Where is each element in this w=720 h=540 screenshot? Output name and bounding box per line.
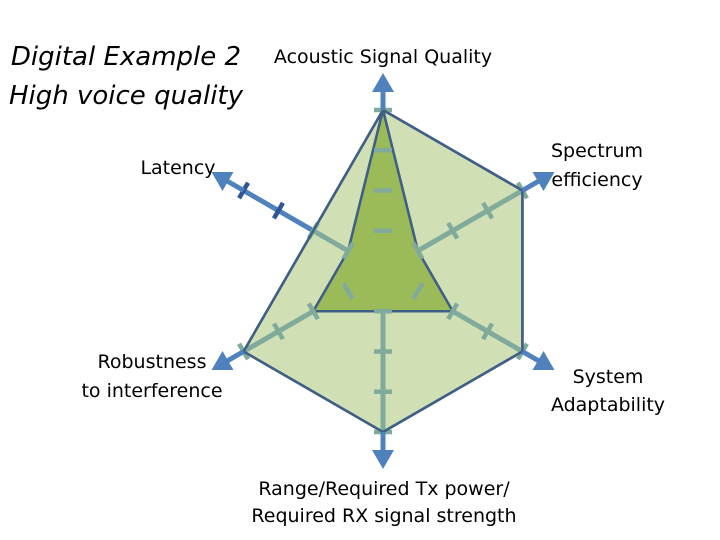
arrow-latency xyxy=(211,171,234,192)
tick-latency-1 xyxy=(341,241,355,260)
tick-robustness-1 xyxy=(341,282,355,301)
axis-label-robustness-line-2: to interference xyxy=(81,380,222,402)
tick-spectrum-1 xyxy=(411,241,425,260)
tick-robustness-3 xyxy=(271,322,285,341)
axis-label-range-line-2: Required RX signal strength xyxy=(251,505,516,527)
arrow-robustness-shaft xyxy=(225,349,245,364)
axis-label-range-line-1: Range/Required Tx power/ xyxy=(258,478,510,500)
arrow-adaptability xyxy=(532,350,555,371)
axis-label-adaptability-line-1: System xyxy=(573,366,644,388)
axis-label-robustness-line-1: Robustness xyxy=(98,351,207,373)
tick-spectrum-3 xyxy=(481,201,495,220)
arrow-spectrum xyxy=(532,171,555,192)
diagram-title-line-2: High voice quality xyxy=(9,81,244,111)
arrow-acoustic xyxy=(372,73,394,92)
axis-label-acoustic: Acoustic Signal Quality xyxy=(274,46,492,68)
axis-label-spectrum-line-2: efficiency xyxy=(551,169,642,191)
arrow-adaptability-shaft xyxy=(521,349,541,364)
tick-adaptability-2 xyxy=(446,302,460,321)
tick-robustness-2 xyxy=(306,302,320,321)
tick-adaptability-3 xyxy=(481,322,495,341)
arrow-robustness xyxy=(211,350,234,371)
tick-adaptability-1 xyxy=(411,282,425,301)
arrow-latency-shaft xyxy=(225,178,245,193)
diagram-title-line-1: Digital Example 2 xyxy=(11,42,241,72)
arrow-spectrum-shaft xyxy=(521,178,541,193)
overlay-layer xyxy=(211,73,555,469)
axis-label-latency: Latency xyxy=(140,157,215,179)
tick-spectrum-2 xyxy=(446,221,460,240)
arrow-range xyxy=(372,450,394,469)
axis-label-spectrum-line-1: Spectrum xyxy=(551,140,643,162)
axis-label-adaptability-line-2: Adaptability xyxy=(551,394,665,416)
tick-latency-3 xyxy=(271,201,285,220)
